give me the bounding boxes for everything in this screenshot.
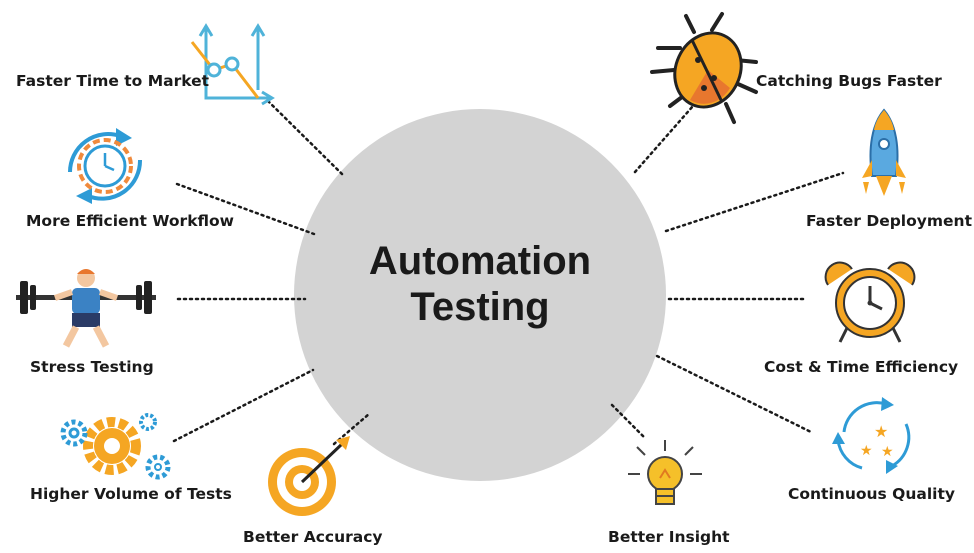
clock-gear-cycle-icon: [68, 128, 143, 204]
center-title-line2: Testing: [410, 285, 550, 329]
svg-text:★: ★: [874, 422, 888, 441]
growth-chart-icon: [190, 23, 275, 106]
label-faster-deployment: Faster Deployment: [806, 212, 972, 230]
gears-icon: [60, 413, 171, 480]
connector-better-insight: [610, 403, 647, 440]
center-title-line1: Automation: [368, 239, 592, 283]
center-circle: [294, 109, 666, 481]
connector-continuous-quality: [655, 354, 813, 434]
svg-text:★: ★: [881, 444, 894, 460]
rocket-icon: [862, 108, 906, 196]
label-continuous-quality: Continuous Quality: [788, 485, 955, 503]
connector-more-efficient-workflow: [175, 182, 316, 236]
connector-faster-deployment: [664, 171, 845, 233]
label-cost-time-efficiency: Cost & Time Efficiency: [764, 358, 959, 376]
label-better-insight: Better Insight: [608, 528, 730, 546]
label-faster-time-to-market: Faster Time to Market: [16, 72, 210, 90]
connector-catching-bugs: [633, 96, 702, 174]
label-higher-volume-of-tests: Higher Volume of Tests: [30, 485, 232, 503]
label-better-accuracy: Better Accuracy: [243, 528, 383, 546]
connector-higher-volume: [172, 368, 315, 443]
target-arrow-icon: [268, 436, 350, 516]
label-stress-testing: Stress Testing: [30, 358, 154, 376]
center-title: Automation Testing: [330, 238, 630, 330]
bug-icon: [650, 12, 758, 124]
svg-text:★: ★: [860, 443, 873, 459]
label-catching-bugs-faster: Catching Bugs Faster: [756, 72, 942, 90]
lightbulb-icon: [628, 440, 702, 505]
stars-cycle-icon: ★ ★ ★: [832, 397, 911, 474]
weightlifter-icon: [16, 269, 156, 348]
alarm-clock-icon: [824, 261, 916, 343]
connector-faster-time-to-market: [266, 99, 344, 176]
label-more-efficient-workflow: More Efficient Workflow: [26, 212, 234, 230]
